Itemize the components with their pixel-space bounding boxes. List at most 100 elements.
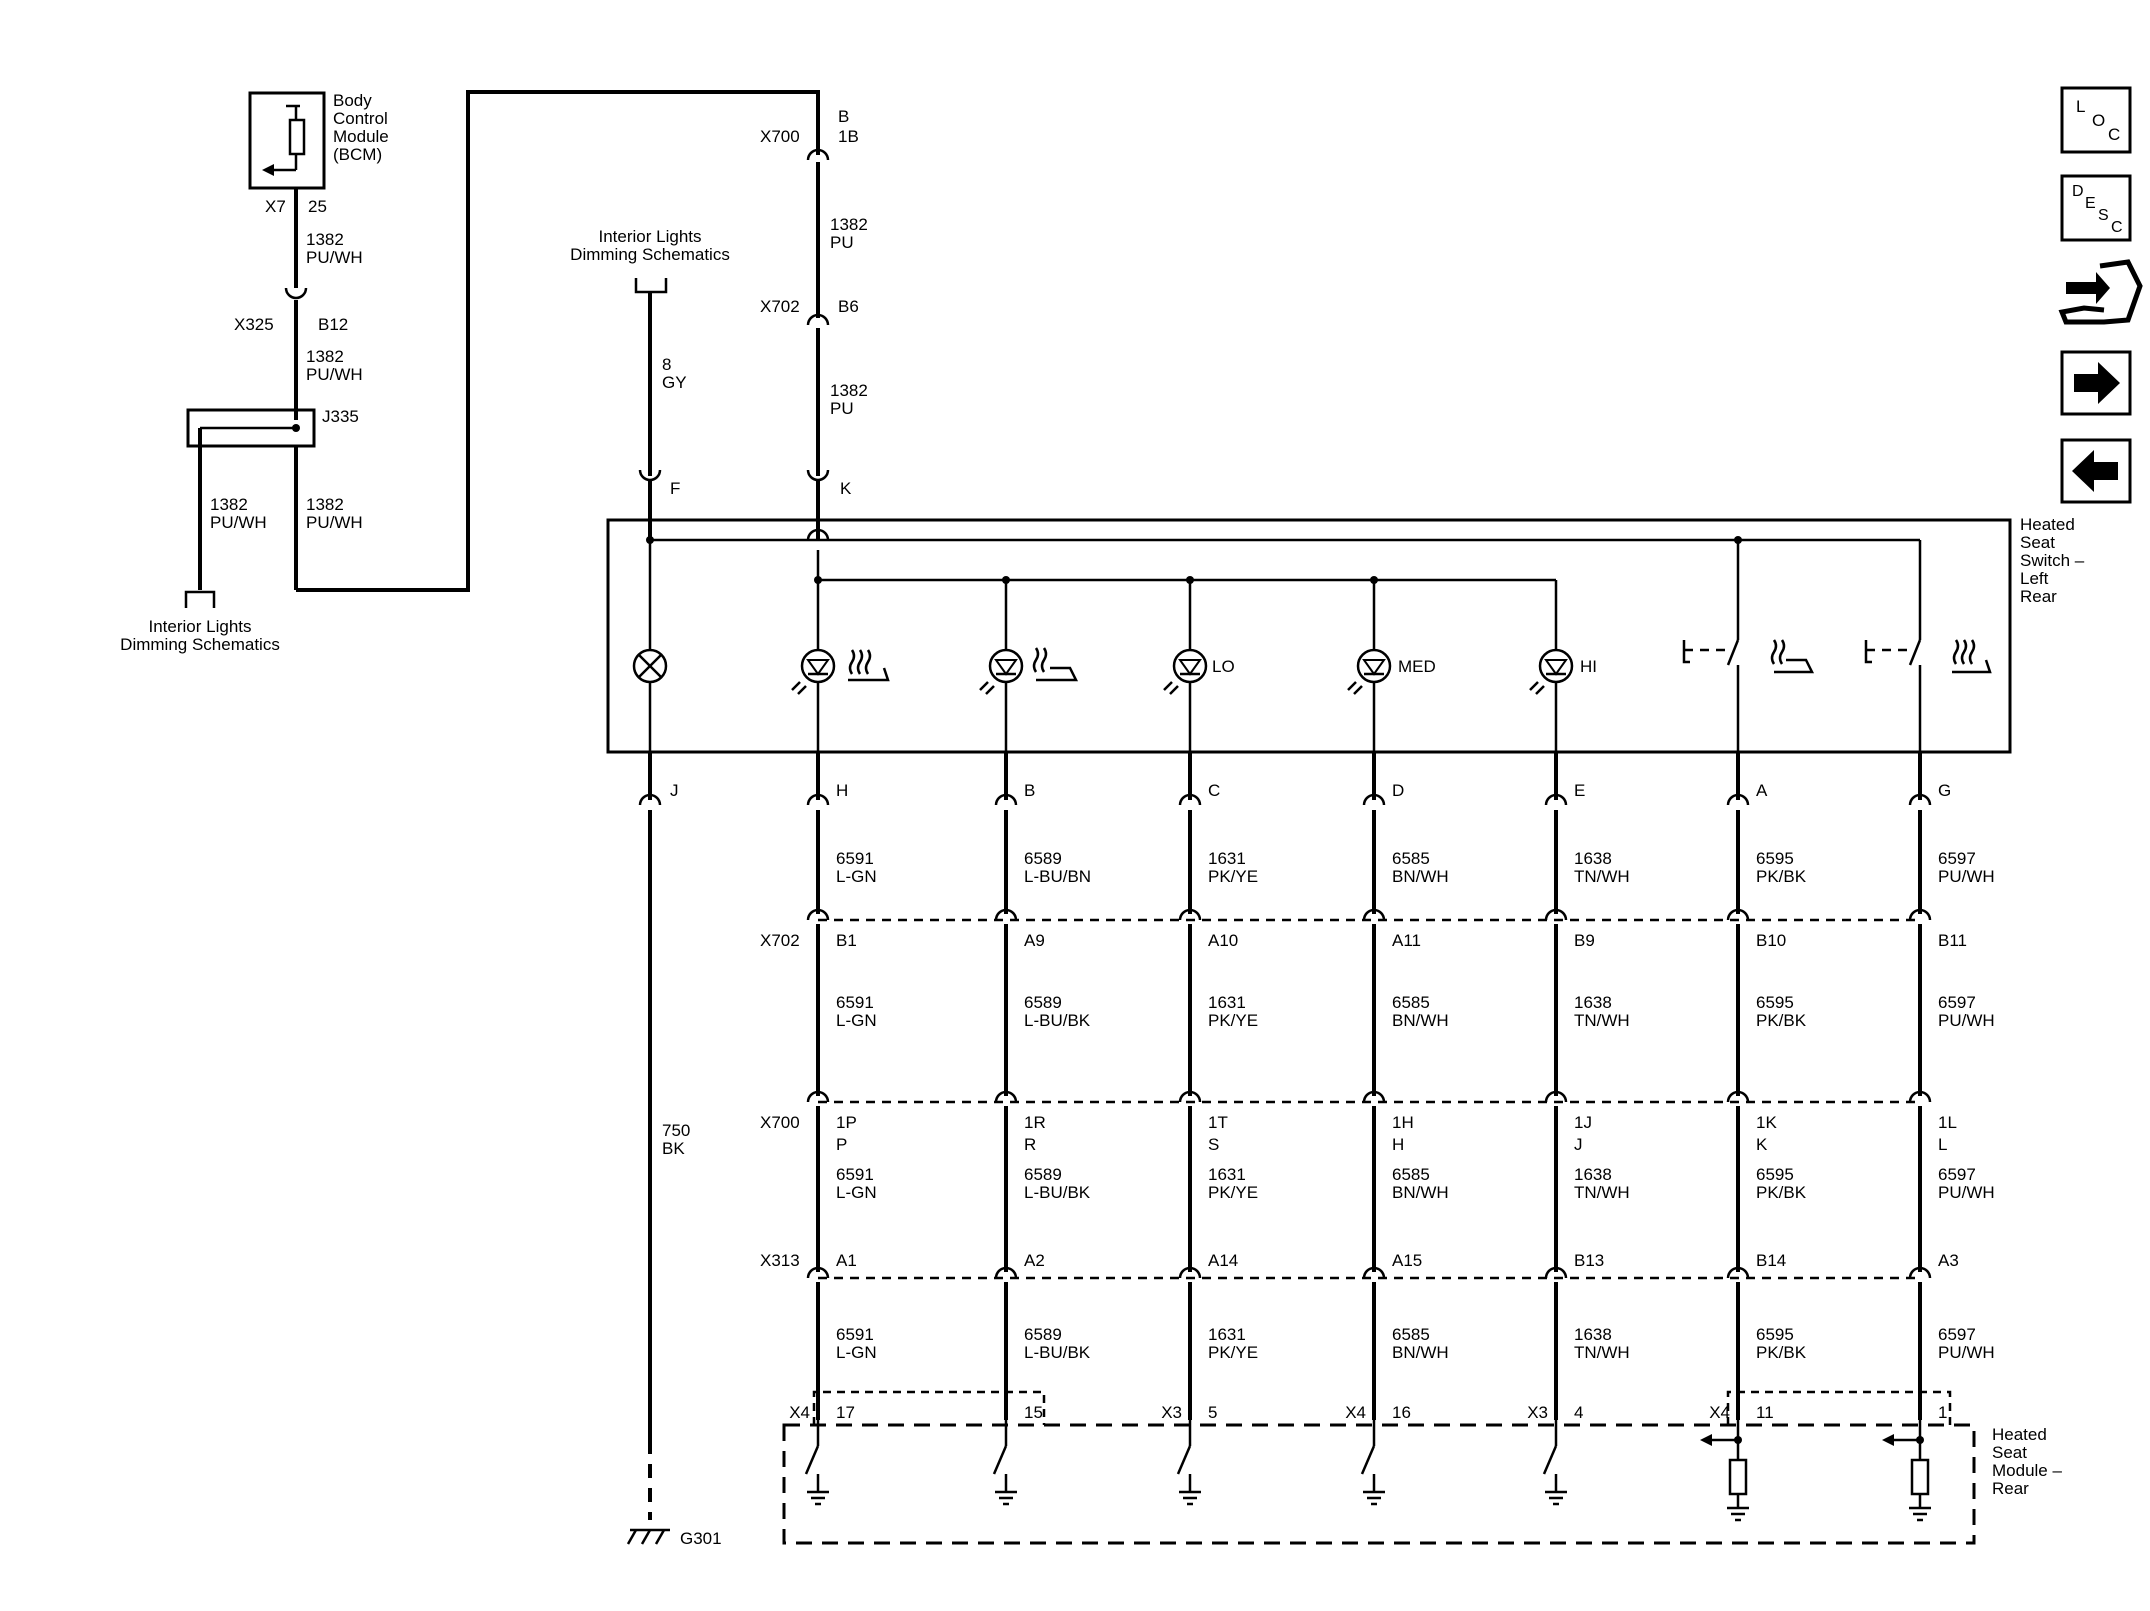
wire-circuit-label: 1638	[1574, 993, 1612, 1012]
module-sensor-input	[1700, 1420, 1748, 1508]
module-pin-label: 16	[1392, 1403, 1411, 1422]
x313-pin-label: B13	[1574, 1251, 1604, 1270]
wire-color-label: PK/BK	[1756, 1011, 1807, 1030]
harness-column	[1700, 752, 1750, 1522]
arrow-right-icon	[2074, 362, 2120, 404]
module-low-side-switch	[1360, 1420, 1376, 1492]
wire-circuit-label: 6585	[1392, 1165, 1430, 1184]
wire-circuit-label: 6591	[836, 849, 874, 868]
description-button-frame	[2060, 174, 2132, 242]
connector-x702-top-symbol	[806, 313, 830, 326]
led-med-label: MED	[1398, 657, 1436, 676]
led-seat-heat-back	[791, 580, 890, 752]
x700-pin-label: 1T	[1208, 1113, 1228, 1132]
led-med	[1347, 580, 1392, 752]
wire-circuit-label: 6591	[836, 1325, 874, 1344]
component-connector-button[interactable]	[2058, 259, 2143, 325]
wire-circuit-label: 6589	[1024, 849, 1062, 868]
wire-circuit-label: 6595	[1756, 1325, 1794, 1344]
module-connector-label: X3	[1527, 1403, 1548, 1422]
location-button-frame	[2060, 86, 2132, 154]
x700-pin-label: 1H	[1392, 1113, 1414, 1132]
bcm-label-3: Module	[333, 127, 389, 146]
ref-mid-line-1: Interior Lights	[599, 227, 702, 246]
wire-circuit-label: 6597	[1938, 1325, 1976, 1344]
x702-pin-label: B1	[836, 931, 857, 950]
splice-label: J335	[322, 407, 359, 426]
ground-g301-symbol	[626, 1528, 670, 1545]
bcm-pin-label: 25	[308, 197, 327, 216]
x700-pin-label: 1P	[836, 1113, 857, 1132]
x313-pin-label: A14	[1208, 1251, 1238, 1270]
switch-pin-symbol	[1362, 793, 1386, 806]
wire-color-label: PU/WH	[306, 513, 363, 532]
wire-color-label: L-GN	[836, 1011, 877, 1030]
connector-x702-cavity-symbol	[1178, 908, 1202, 921]
next-page-button[interactable]	[2060, 350, 2132, 416]
description-letter-1: D	[2072, 183, 2084, 200]
x313-pin-label: B14	[1756, 1251, 1786, 1270]
wire-circuit-label: 6595	[1756, 1165, 1794, 1184]
switch-contact-cushion	[1682, 540, 1815, 752]
wire-color-label: GY	[662, 373, 687, 392]
connector-x700-cavity-symbol	[806, 1090, 830, 1103]
led-lo	[1163, 580, 1208, 752]
wire-color-label: BN/WH	[1392, 1343, 1449, 1362]
module-pin-label: 11	[1756, 1403, 1774, 1422]
description-button[interactable]: D E S C	[2060, 174, 2132, 242]
switch-pin-label: H	[836, 781, 848, 800]
x700-top-connector-label: X700	[760, 127, 800, 146]
connector-x702-cavity-symbol	[1362, 908, 1386, 921]
wire-circuit-label: 6597	[1938, 1165, 1976, 1184]
connector-x313-cavity-symbol	[994, 1266, 1018, 1279]
wire-color-label: PU/WH	[210, 513, 267, 532]
wire-circuit-label: 1382	[210, 495, 248, 514]
module-pin-label: 17	[836, 1403, 855, 1422]
led-seat-heat-cushion	[979, 580, 1079, 752]
wire-1382-loop	[296, 90, 820, 592]
module-connector-label: X4	[1345, 1403, 1366, 1422]
switch-pin-label: G	[1938, 781, 1951, 800]
heated-seat-switch	[606, 518, 2012, 754]
x702-pin-label: A11	[1392, 931, 1421, 950]
module-pin-label: 5	[1208, 1403, 1217, 1422]
x700-cavity-label: J	[1574, 1135, 1583, 1154]
x325-connector-label: X325	[234, 315, 274, 334]
wire-color-label: PU	[830, 233, 854, 252]
wire-color-label: PK/YE	[1208, 1011, 1258, 1030]
wire-circuit-label: 6595	[1756, 849, 1794, 868]
module-label-1: Heated	[1992, 1425, 2047, 1444]
wire-circuit-label: 6589	[1024, 1325, 1062, 1344]
wire-color-label: TN/WH	[1574, 1183, 1630, 1202]
x700-cavity-label: R	[1024, 1135, 1036, 1154]
switch-pin-symbol	[1178, 793, 1202, 806]
wire-circuit-label: 1631	[1208, 849, 1246, 868]
x325-pin-label: B12	[318, 315, 348, 334]
wire-circuit-label: 6591	[836, 1165, 874, 1184]
bcm-label-2: Control	[333, 109, 388, 128]
location-button[interactable]: L O C	[2060, 86, 2132, 154]
previous-page-button[interactable]	[2060, 438, 2132, 504]
wrench-hand-icon	[2058, 259, 2143, 325]
x700-cavity-label: K	[1756, 1135, 1768, 1154]
harness-column	[1360, 752, 1386, 1506]
switch-pin-label: D	[1392, 781, 1404, 800]
connector-x702-cavity-symbol	[1544, 908, 1568, 921]
led-hi-label: HI	[1580, 657, 1597, 676]
wire-color-label: PU	[830, 399, 854, 418]
x313-connector-label: X313	[760, 1251, 800, 1270]
wire-color-label: L-GN	[836, 1343, 877, 1362]
x702-pin-label: A10	[1208, 931, 1238, 950]
wire-color-label: PU/WH	[1938, 1343, 1995, 1362]
ground-icon	[807, 1490, 829, 1506]
ref-bracket-left	[184, 590, 216, 608]
description-letter-3: S	[2098, 207, 2109, 224]
connector-x702-cavity-symbol	[994, 908, 1018, 921]
ground-icon	[1909, 1506, 1931, 1522]
wire-color-label: PU/WH	[306, 365, 363, 384]
connector-x313-cavity-symbol	[1726, 1266, 1750, 1279]
harness-column	[992, 752, 1018, 1506]
module-connector-label: X3	[1161, 1403, 1182, 1422]
wire-color-label: BN/WH	[1392, 867, 1449, 886]
module-connector-label: X4	[1709, 1403, 1730, 1422]
